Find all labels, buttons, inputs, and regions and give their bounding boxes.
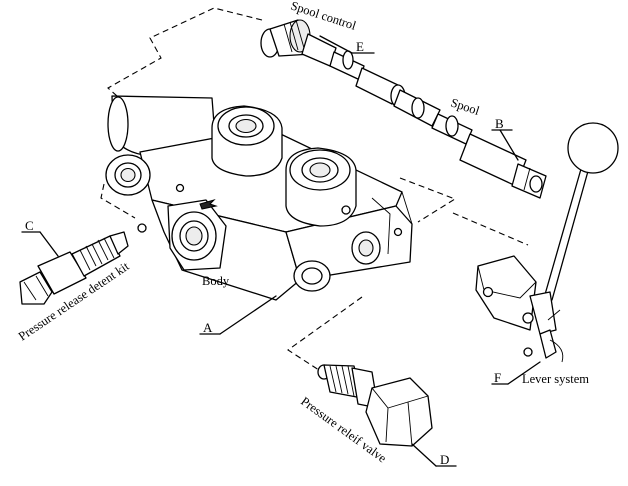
pressure-relief-valve <box>317 364 433 447</box>
body-label: Body <box>202 274 230 288</box>
callout-d: D <box>440 452 449 467</box>
assembly-guide-lines <box>100 7 529 373</box>
callout-c: C <box>25 218 34 233</box>
callout-leaders <box>21 35 541 467</box>
callout-e: E <box>356 39 364 54</box>
callout-a: A <box>203 320 213 335</box>
spool-label: Spool <box>449 96 482 118</box>
valve-body <box>105 95 413 301</box>
callout-f: F <box>494 370 501 385</box>
lever-system-label: Lever system <box>522 372 589 386</box>
spool-assembly <box>260 19 547 199</box>
pressure-release-detent-kit <box>19 223 147 305</box>
lever-system <box>475 122 619 363</box>
callout-b: B <box>495 116 504 131</box>
